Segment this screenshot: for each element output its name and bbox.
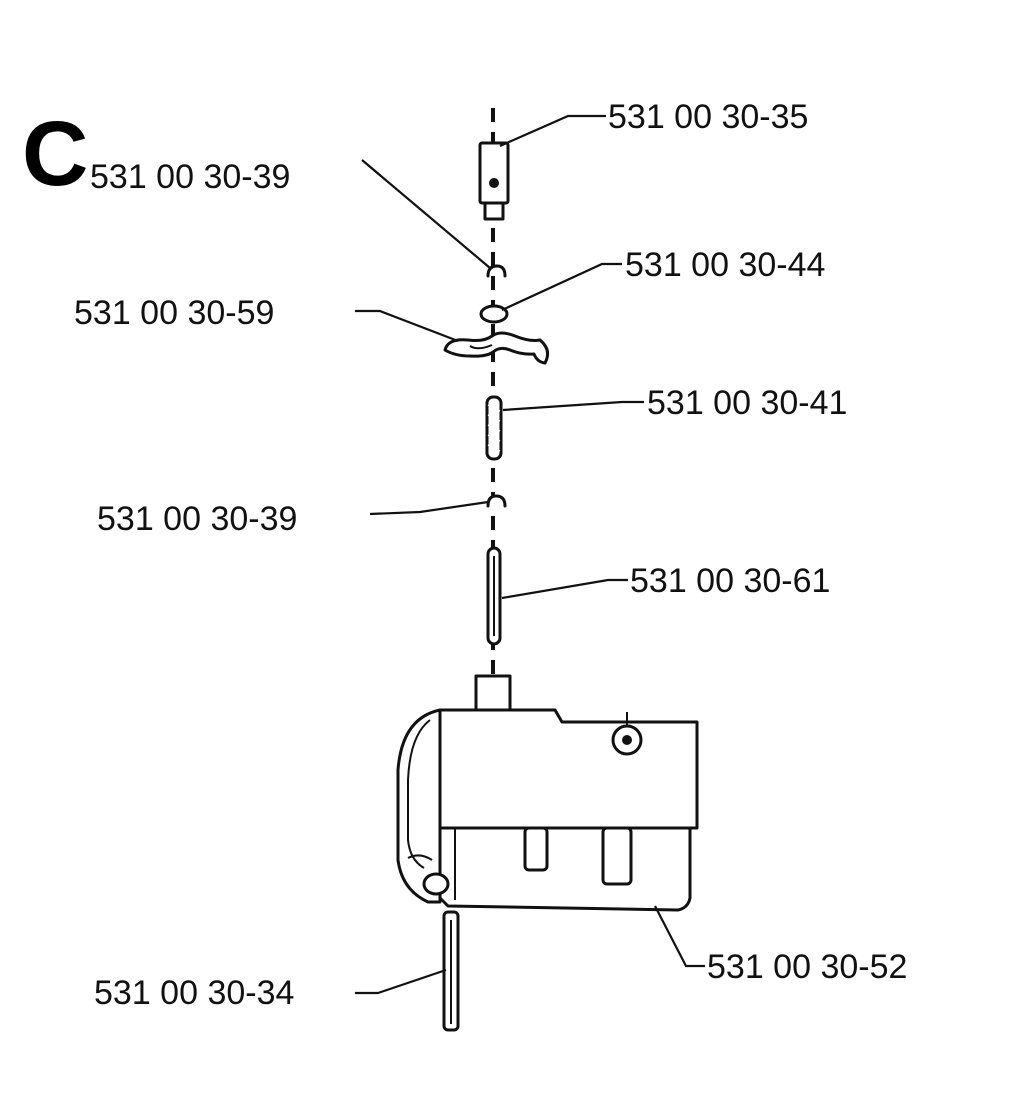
label-531-00-30-35: 531 00 30-35 [608,98,808,136]
leader-39-top [361,159,491,269]
part-44-washer [479,304,509,324]
label-531-00-30-52: 531 00 30-52 [707,948,907,986]
part-61-rod [486,546,502,646]
leader-61 [501,578,628,600]
part-59-spring-clip [443,331,550,365]
leader-44 [501,262,622,311]
label-531-00-30-41: 531 00 30-41 [647,384,847,422]
label-531-00-30-39-mid: 531 00 30-39 [97,500,297,538]
label-531-00-30-44: 531 00 30-44 [625,246,825,284]
label-531-00-30-59: 531 00 30-59 [74,294,274,332]
leader-52 [654,905,705,968]
part-39-clip-top [486,264,507,278]
part-52-housing [396,674,699,912]
leader-34 [355,968,447,995]
leader-41 [502,400,644,412]
part-39-clip-mid [486,494,507,508]
leader-35 [499,114,606,148]
leader-59 [355,309,459,343]
label-531-00-30-34: 531 00 30-34 [94,974,294,1012]
label-531-00-30-39-top: 531 00 30-39 [90,158,290,196]
leader-39-mid [369,500,489,516]
label-531-00-30-61: 531 00 30-61 [630,562,830,600]
part-35-fitting [478,141,510,221]
part-41-spring [485,395,503,461]
section-letter: C [22,103,88,205]
